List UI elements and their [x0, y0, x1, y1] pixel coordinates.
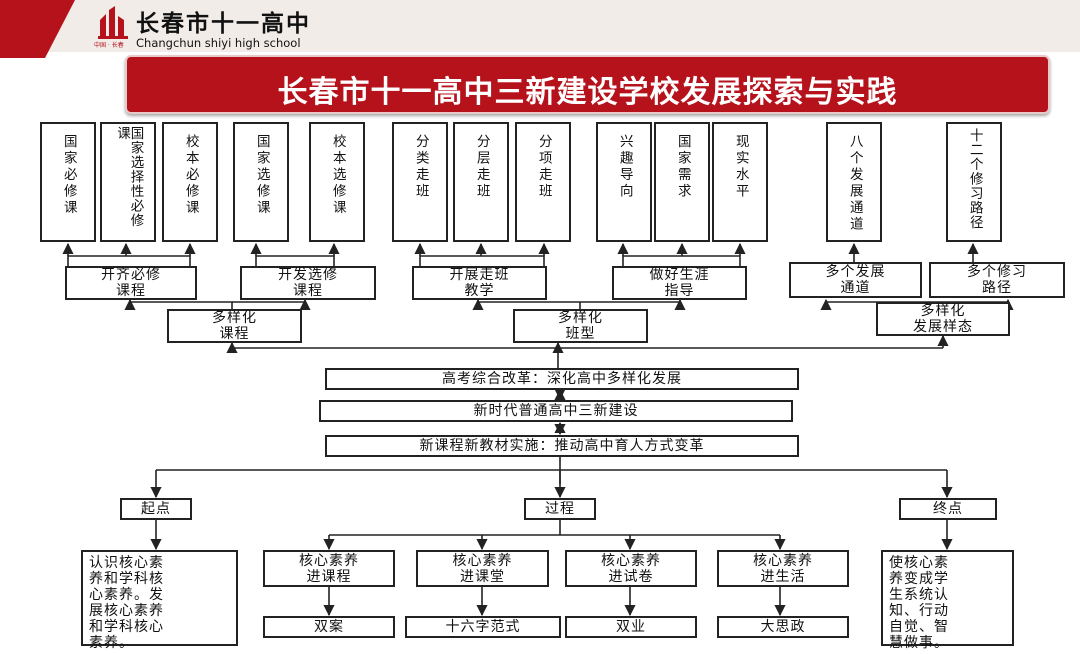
center-gaokao-reform: 高考综合改革：深化高中多样化发展 — [325, 368, 799, 390]
group-career-guidance: 做好生涯 指导 — [612, 266, 747, 300]
box-class-by-level: 分层走班 — [453, 122, 509, 242]
start-description: 认识核心素 养和学科核 心素养。发 展核心素养 和学科核心 素养。 — [81, 550, 238, 651]
result-dual-plan: 双案 — [263, 616, 395, 638]
school-slogan: 中国 · 长春 — [94, 42, 124, 49]
box-label: 八个发展通道 — [846, 134, 863, 233]
group-study-paths: 多个修习 路径 — [929, 262, 1065, 298]
end-description: 使核心素 养变成学 生系统认 知、行动 自觉、智 慧做事。 — [881, 550, 1014, 651]
result-dual-work: 双业 — [565, 616, 697, 638]
box-eight-channels: 八个发展通道 — [826, 122, 882, 242]
stage-start: 起点 — [120, 498, 192, 520]
result-big-ideology: 大思政 — [717, 616, 849, 638]
stage-end: 终点 — [899, 498, 997, 520]
box-national-demand: 国家需求 — [654, 122, 710, 242]
box-label: 校本必修课 — [182, 134, 199, 217]
box-label: 分类走班 — [412, 134, 429, 200]
school-logo — [96, 6, 132, 40]
group-walking-classes: 开展走班 教学 — [412, 266, 547, 300]
box-school-elective: 校本选修课 — [309, 122, 365, 242]
box-label: 国家需求 — [674, 134, 691, 200]
box-class-by-item: 分项走班 — [515, 122, 571, 242]
result-sixteen-char-paradigm: 十六字范式 — [405, 616, 561, 638]
box-interest-oriented: 兴趣导向 — [596, 122, 652, 242]
box-twelve-paths: 十二个修习路径 — [946, 122, 1002, 242]
box-label: 国家选择性必修课 — [114, 126, 144, 228]
group-development-channels: 多个发展 通道 — [789, 262, 922, 298]
process-into-classroom: 核心素养 进课堂 — [416, 550, 549, 587]
group-compulsory-courses: 开齐必修 课程 — [65, 266, 197, 300]
center-three-new-construction: 新时代普通高中三新建设 — [319, 400, 793, 422]
box-real-level: 现实水平 — [712, 122, 768, 242]
box-label: 十二个修习路径 — [966, 128, 983, 230]
box-label: 分项走班 — [535, 134, 552, 200]
box-school-compulsory: 校本必修课 — [162, 122, 218, 242]
school-name-en: Changchun shiyi high school — [136, 36, 301, 50]
category-diverse-development: 多样化 发展样态 — [876, 302, 1010, 336]
box-national-elective: 国家选修课 — [233, 122, 289, 242]
school-name-cn: 长春市十一高中 — [136, 10, 311, 37]
title-banner: 长春市十一高中三新建设学校发展探索与实践 — [125, 55, 1050, 114]
category-diverse-courses: 多样化 课程 — [167, 309, 302, 343]
box-national-elective-compulsory: 国家选择性必修课 — [100, 122, 156, 242]
stage-process: 过程 — [524, 498, 596, 520]
process-into-life: 核心素养 进生活 — [717, 550, 849, 587]
process-into-curriculum: 核心素养 进课程 — [263, 550, 395, 587]
box-label: 校本选修课 — [329, 134, 346, 217]
box-label: 分层走班 — [473, 134, 490, 200]
category-diverse-classes: 多样化 班型 — [513, 309, 648, 343]
page-title: 长春市十一高中三新建设学校发展探索与实践 — [277, 75, 898, 110]
box-national-compulsory: 国家必修课 — [40, 122, 96, 242]
center-new-curriculum: 新课程新教材实施：推动高中育人方式变革 — [325, 435, 799, 457]
group-elective-courses: 开发选修 课程 — [240, 266, 376, 300]
header-background — [0, 0, 1080, 52]
box-label: 国家必修课 — [60, 134, 77, 217]
box-label: 兴趣导向 — [616, 134, 633, 200]
process-into-exam: 核心素养 进试卷 — [565, 550, 697, 587]
box-label: 现实水平 — [732, 134, 749, 200]
box-class-by-type: 分类走班 — [392, 122, 448, 242]
box-label: 国家选修课 — [253, 134, 270, 217]
